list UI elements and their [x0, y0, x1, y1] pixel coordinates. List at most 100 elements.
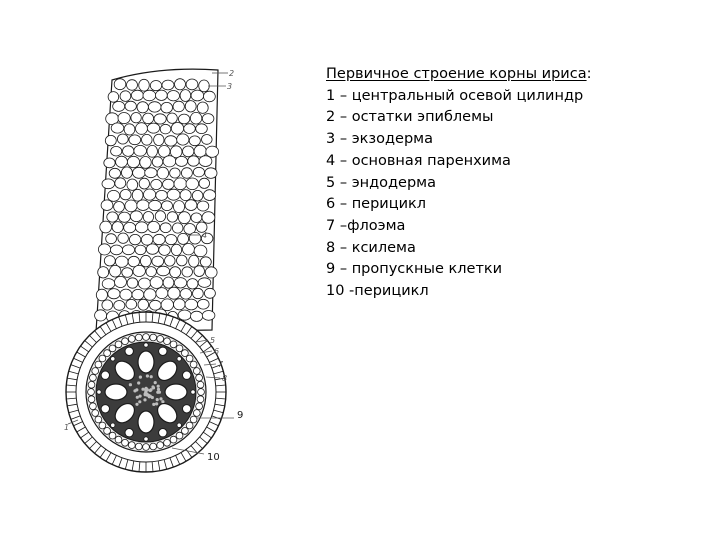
parenchyma-cell [162, 155, 177, 168]
parenchyma-cell [164, 255, 176, 267]
parenchyma-cell [104, 135, 117, 147]
parenchyma-cell [156, 166, 169, 180]
parenchyma-cell [146, 122, 161, 134]
endoderm-cell [87, 388, 95, 396]
exoderm-cell-wall [214, 403, 225, 407]
small-xylem-cell [176, 356, 182, 362]
parenchyma-cell [157, 145, 171, 158]
parenchyma-cell [176, 133, 190, 146]
parenchyma-cell [121, 166, 133, 179]
legend-item: 8 – ксилема [326, 239, 416, 256]
parenchyma-cell [106, 211, 119, 223]
parenchyma-cell [181, 266, 193, 278]
endoderm-cell [193, 367, 201, 375]
parenchyma-cell [110, 244, 124, 256]
parenchyma-cell [152, 233, 166, 246]
parenchyma-cell [126, 277, 139, 289]
parenchyma-cell [139, 156, 152, 169]
exoderm-cell-wall [73, 357, 83, 363]
parenchyma-cell [110, 122, 125, 134]
label-1: 1 [64, 423, 69, 432]
exoderm-cell-wall [94, 445, 102, 454]
stele-cell [135, 395, 139, 399]
stele-cell [150, 395, 154, 400]
parenchyma-cell [185, 78, 199, 91]
parenchyma-cell [184, 100, 197, 113]
endoderm-cell [108, 344, 117, 353]
parenchyma-cell [99, 220, 112, 234]
exoderm-cell-wall [190, 445, 198, 454]
exoderm-cell-wall [99, 449, 107, 458]
parenchyma-cell [153, 133, 165, 146]
endoderm-cell [91, 367, 99, 375]
endoderm-cell [121, 337, 129, 346]
exoderm-cell-wall [124, 459, 129, 470]
leader-5 [195, 339, 209, 343]
exoderm-cell-wall [84, 436, 93, 444]
parenchyma-cell [166, 211, 179, 223]
parenchyma-cell [183, 223, 196, 235]
parenchyma-cell [195, 123, 208, 134]
parenchyma-cell [205, 145, 220, 158]
phloem-patch [158, 346, 168, 356]
parenchyma-cell [190, 212, 203, 223]
endoderm-cell [196, 395, 205, 404]
stele-cell [145, 374, 149, 378]
endoderm-cell [89, 402, 97, 411]
exoderm-cell-wall [73, 421, 83, 427]
legend-title-line: Первичное строение корны ириса: [326, 64, 706, 86]
parenchyma-cell [137, 277, 151, 290]
parenchyma-cell [199, 256, 212, 268]
xylem-vessel [104, 383, 128, 401]
endoderm-cell [156, 441, 165, 449]
parenchyma-cell [201, 211, 216, 224]
endoderm-cell [103, 427, 111, 435]
parenchyma-cell [169, 167, 181, 179]
parenchyma-cell [124, 100, 137, 112]
parenchyma-cell [151, 156, 164, 168]
stele-cell [149, 388, 153, 392]
parenchyma-cell [130, 89, 144, 101]
endoderm-cell [142, 333, 150, 341]
exoderm-cell-wall [67, 403, 78, 407]
parenchyma-cell [143, 188, 157, 201]
exoderm-cell-wall [80, 431, 89, 439]
legend-item: 4 – основная паренхима [326, 152, 511, 169]
parenchyma-cell [127, 255, 140, 268]
small-xylem-cell [176, 422, 182, 428]
endoderm-cell [163, 337, 171, 346]
parenchyma-cell [158, 244, 171, 256]
parenchyma-cell [164, 234, 178, 246]
exoderm-cell-wall [175, 455, 181, 465]
exoderm-cell-wall [66, 384, 77, 387]
exoderm-cell-wall [215, 397, 226, 400]
endoderm-cell [195, 373, 203, 382]
parenchyma-cell [132, 264, 146, 277]
parenchyma-cell [122, 244, 136, 256]
parenchyma-cell [149, 276, 164, 289]
exoderm-cell-wall [68, 370, 79, 375]
parenchyma-cell [185, 177, 200, 191]
parenchyma-cell [113, 201, 125, 213]
exoderm-cell-wall [138, 312, 141, 323]
xylem-vessel [156, 402, 178, 424]
parenchyma-cell [156, 265, 171, 277]
endoderm-cell [196, 380, 205, 389]
xylem-vessel [156, 360, 178, 382]
exoderm-cell-wall [203, 345, 212, 353]
parenchyma-cell [203, 189, 217, 201]
endoderm-cell [169, 340, 178, 349]
parenchyma-cell [140, 254, 152, 268]
parenchyma-cell [198, 155, 213, 167]
parenchyma-cell [188, 231, 202, 245]
exoderm-cell-wall [214, 377, 225, 381]
exoderm-cell-wall [195, 335, 203, 343]
exoderm-cell-wall [190, 330, 198, 339]
parenchyma-cell [193, 144, 207, 158]
exoderm-cell-wall [151, 461, 154, 472]
parenchyma-cell [162, 178, 175, 190]
endoderm-cell [114, 435, 123, 444]
parenchyma-cell [177, 232, 190, 245]
parenchyma-cell [179, 89, 192, 102]
parenchyma-cell [119, 288, 133, 301]
